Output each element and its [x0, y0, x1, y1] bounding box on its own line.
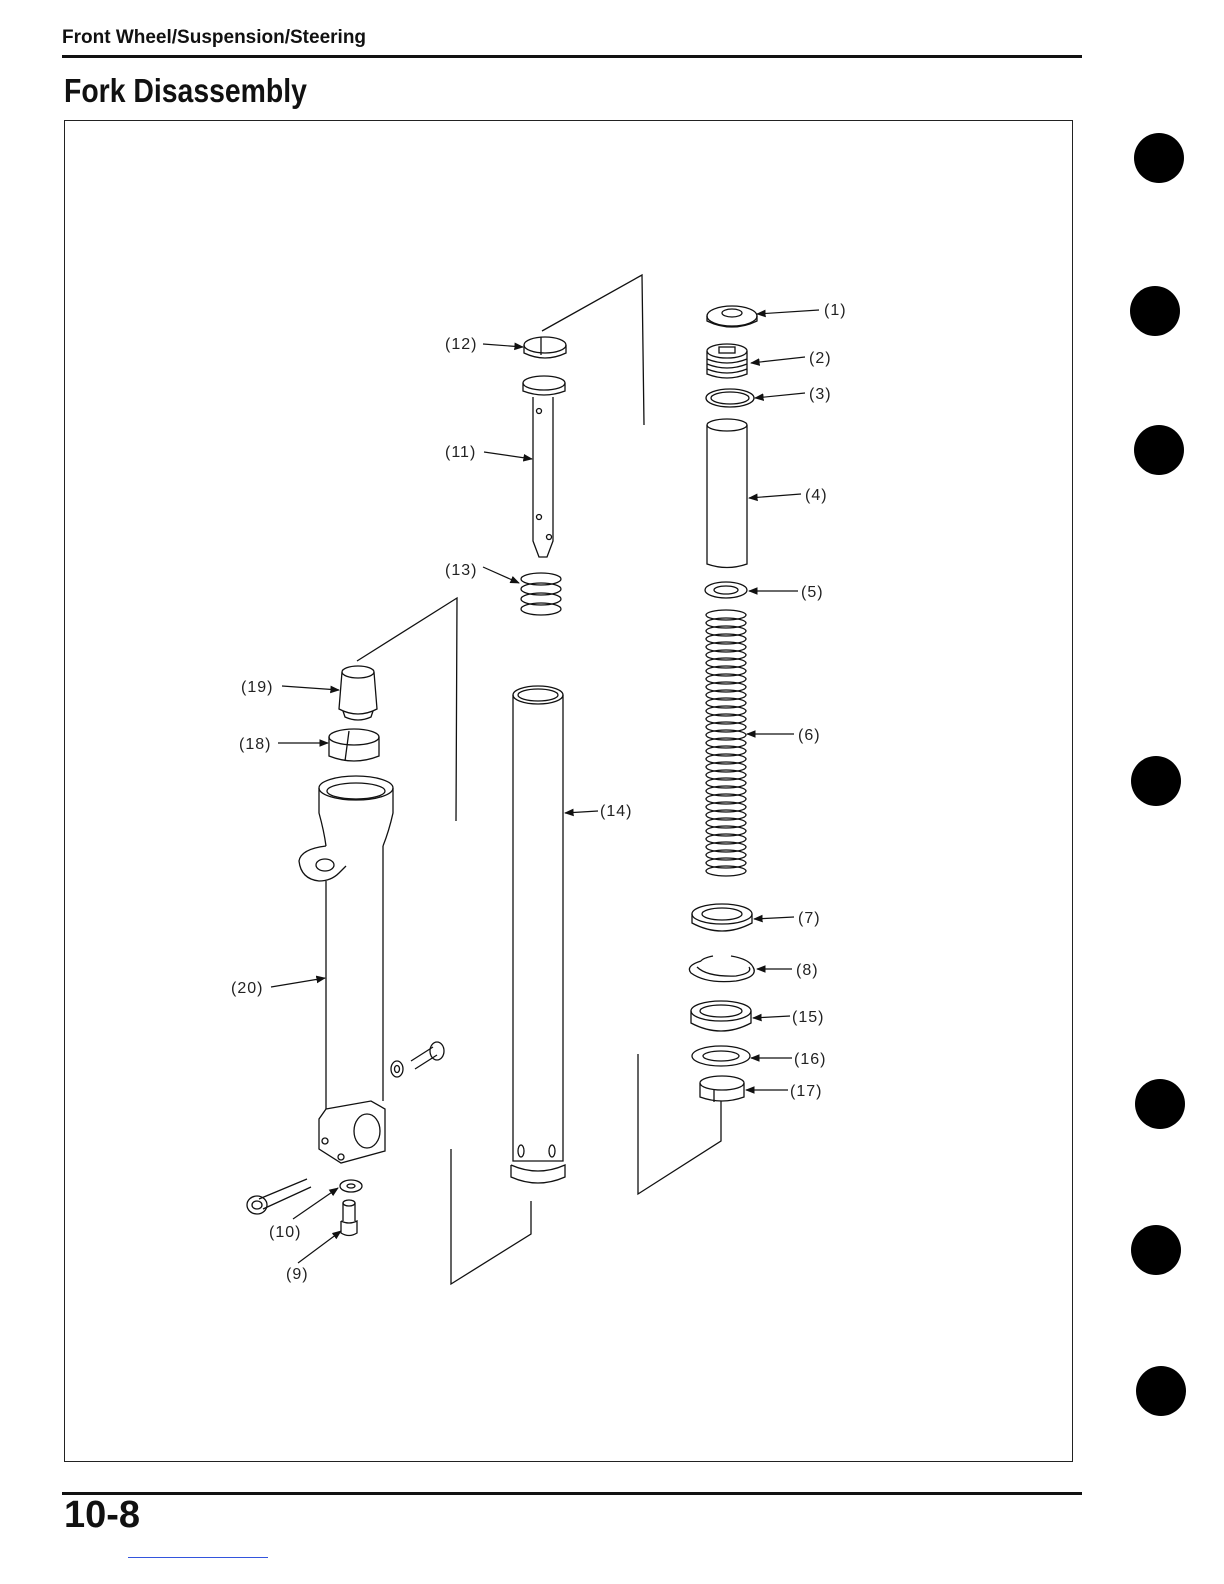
footer-rule	[62, 1492, 1082, 1495]
binding-hole	[1131, 756, 1181, 806]
label-9: (9)	[286, 1266, 309, 1283]
part-12-piston-ring	[524, 337, 566, 358]
leader-9	[298, 1231, 341, 1263]
part-18-slider-bushing	[329, 729, 379, 761]
part-16-back-up-ring	[692, 1046, 750, 1066]
binding-hole	[1130, 286, 1180, 336]
pinch-bolt	[247, 1179, 311, 1214]
label-20: (20)	[231, 980, 263, 997]
label-7: (7)	[798, 910, 821, 927]
part-10-washer	[340, 1180, 362, 1192]
label-12: (12)	[445, 336, 477, 353]
part-5-spring-seat	[705, 582, 747, 598]
leader-20	[271, 978, 325, 987]
axle-holder-bolt	[391, 1042, 444, 1077]
label-15: (15)	[792, 1009, 824, 1026]
label-6: (6)	[798, 727, 821, 744]
page-number: 10-8	[64, 1494, 140, 1537]
label-11: (11)	[445, 444, 476, 461]
part-19-oil-lock-piece	[339, 666, 377, 720]
binding-hole	[1131, 1225, 1181, 1275]
leader-13	[483, 567, 519, 583]
bracket-line-top	[542, 275, 644, 425]
leader-14	[565, 811, 598, 813]
label-10: (10)	[269, 1224, 301, 1241]
leader-7	[754, 917, 794, 919]
footer-link-underline[interactable]	[128, 1557, 268, 1558]
leader-19	[282, 686, 339, 690]
label-13: (13)	[445, 562, 477, 579]
label-1: (1)	[824, 302, 847, 319]
binding-hole	[1134, 133, 1184, 183]
label-14: (14)	[600, 803, 632, 820]
part-8-stopper-ring	[689, 956, 754, 982]
section-header: Front Wheel/Suspension/Steering	[62, 27, 366, 49]
label-16: (16)	[794, 1051, 826, 1068]
leader-12	[483, 344, 523, 347]
part-2-fork-bolt	[707, 344, 747, 378]
part-13-rebound-spring	[521, 573, 561, 615]
binding-hole	[1134, 425, 1184, 475]
label-5: (5)	[801, 584, 824, 601]
part-9-socket-bolt	[341, 1200, 357, 1236]
binding-hole	[1136, 1366, 1186, 1416]
part-6-fork-spring	[706, 610, 746, 876]
bracket-line-right	[638, 1054, 721, 1194]
part-20-fork-slider	[299, 776, 393, 1163]
leader-3	[755, 393, 805, 398]
bracket-line-bottom	[451, 1149, 531, 1284]
part-4-spacer	[707, 419, 747, 568]
part-1-cap	[707, 306, 757, 327]
leader-11	[484, 452, 532, 459]
label-19: (19)	[241, 679, 273, 696]
label-18: (18)	[239, 736, 271, 753]
leader-4	[749, 494, 801, 498]
label-8: (8)	[796, 962, 819, 979]
fork-exploded-diagram: (1) (2) (3) (4) (5) (6) (7) (8) (15) (16…	[65, 121, 1074, 1463]
label-4: (4)	[805, 487, 828, 504]
leader-1	[757, 310, 819, 314]
binding-hole	[1135, 1079, 1185, 1129]
part-11-fork-piston	[523, 376, 565, 557]
bracket-line-left	[357, 598, 457, 821]
part-3-o-ring	[706, 389, 754, 407]
page-title: Fork Disassembly	[64, 72, 307, 110]
leader-15	[753, 1016, 790, 1018]
leader-2	[751, 357, 805, 363]
part-14-fork-tube	[511, 686, 565, 1183]
exploded-diagram-frame: (1) (2) (3) (4) (5) (6) (7) (8) (15) (16…	[64, 120, 1073, 1462]
part-15-oil-seal	[691, 1001, 751, 1031]
part-7-oil-seal	[692, 904, 752, 931]
part-17-slider-bushing	[700, 1076, 744, 1102]
label-3: (3)	[809, 386, 832, 403]
header-rule	[62, 55, 1082, 58]
label-2: (2)	[809, 350, 832, 367]
label-17: (17)	[790, 1083, 822, 1100]
